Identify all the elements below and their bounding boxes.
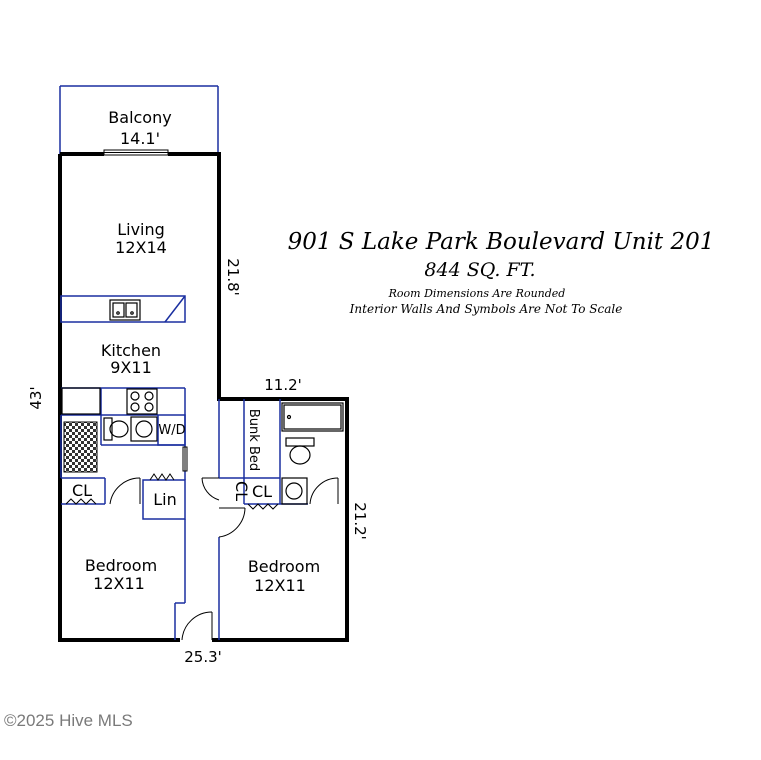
dim-bottom-width: 25.3' <box>184 648 222 666</box>
bunk-bed-label: Bunk Bed <box>246 409 261 471</box>
bedroom-right-size: 12X11 <box>254 576 306 595</box>
balcony-size: 14.1' <box>120 129 160 148</box>
closet-left-label: CL <box>72 481 92 500</box>
closet-left-walls <box>61 477 106 505</box>
bath-door-swing <box>309 477 339 505</box>
closet-mid-door-swing <box>201 477 220 501</box>
kitchen-counter-lower <box>61 387 186 416</box>
bedroom-right-name: Bedroom <box>248 557 320 576</box>
kitchen-name: Kitchen <box>101 341 161 360</box>
bedroom-left-door-swing <box>109 477 141 505</box>
closet-left-door-icon <box>65 498 97 505</box>
dim-living-right: 21.8' <box>224 258 242 296</box>
toilet-icon <box>103 417 129 441</box>
linen-walls <box>142 479 186 520</box>
closet-mid-label: CL <box>232 481 251 501</box>
dim-step-width: 11.2' <box>264 376 302 394</box>
interior-walls-center <box>174 399 220 640</box>
balcony-door <box>103 149 169 156</box>
linen-label: Lin <box>153 490 177 509</box>
vanity-right-icon <box>281 477 308 505</box>
kitchen-sink-icon <box>109 299 141 321</box>
note-scale: Interior Walls And Symbols Are Not To Sc… <box>349 302 623 316</box>
vanity-sink-icon <box>130 416 158 442</box>
bunk-bed-area-walls <box>219 399 308 505</box>
closet-right-door-icon <box>247 503 279 510</box>
stove-icon <box>126 388 158 415</box>
bifold-door-icon <box>182 446 188 472</box>
fridge-icon <box>61 387 101 415</box>
toilet-right-icon <box>285 437 315 465</box>
linen-door-icon <box>149 473 175 481</box>
bathroom-left <box>63 421 98 473</box>
bathtub-icon <box>281 402 344 432</box>
area-title: 844 SQ. FT. <box>424 259 535 281</box>
dim-left-height: 43' <box>27 386 45 409</box>
closet-right-label: CL <box>252 482 272 501</box>
kitchen-counter-top <box>60 295 186 323</box>
living-name: Living <box>117 220 165 239</box>
entry-door-swing <box>181 611 213 641</box>
washer-dryer-box <box>157 414 186 446</box>
dim-right-height: 21.2' <box>351 502 369 540</box>
balcony-name: Balcony <box>108 108 171 127</box>
bedroom-left-name: Bedroom <box>85 556 157 575</box>
note-rounded: Room Dimensions Are Rounded <box>388 287 566 300</box>
exterior-walls <box>58 152 349 642</box>
kitchen-size: 9X11 <box>110 358 152 377</box>
balcony-outline <box>59 85 219 154</box>
bedroom-left-size: 12X11 <box>93 574 145 593</box>
living-size: 12X14 <box>115 238 167 257</box>
washer-dryer-label: W/D <box>158 423 185 438</box>
address-title: 901 S Lake Park Boulevard Unit 201 <box>288 229 715 255</box>
copyright-watermark: ©2025 Hive MLS <box>4 711 133 730</box>
bedroom-right-door-swing <box>218 507 246 538</box>
